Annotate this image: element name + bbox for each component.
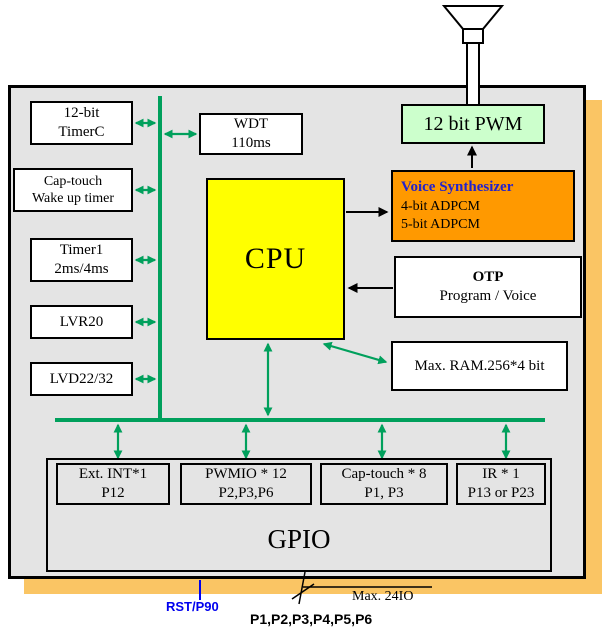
timerc-line1: 12-bit bbox=[63, 105, 100, 122]
port-list-label: P1,P2,P3,P4,P5,P6 bbox=[250, 611, 373, 627]
ram-label: Max. RAM.256*4 bit bbox=[414, 357, 545, 374]
otp-line1: Program / Voice bbox=[439, 288, 537, 304]
captouch-wakeup-line2: Wake up timer bbox=[31, 191, 115, 206]
block-voice-synthesizer: Voice Synthesizer 4-bit ADPCM 5-bit ADPC… bbox=[391, 170, 575, 242]
lvr20-label: LVR20 bbox=[59, 313, 104, 330]
block-cpu: CPU bbox=[206, 178, 345, 340]
cpu-label: CPU bbox=[244, 242, 307, 276]
captouch-wakeup-line1: Cap-touch bbox=[43, 173, 103, 189]
block-gpio-group bbox=[46, 458, 552, 572]
wdt-line1: WDT bbox=[233, 116, 269, 133]
ir-line1: IR * 1 bbox=[482, 466, 520, 483]
block-captouch-io: Cap-touch * 8 P1, P3 bbox=[320, 463, 448, 505]
ir-line2: P13 or P23 bbox=[467, 485, 535, 501]
block-wdt: WDT 110ms bbox=[199, 113, 303, 155]
captouch-io-line2: P1, P3 bbox=[364, 485, 404, 501]
max-io-label: Max. 24IO bbox=[352, 589, 414, 604]
block-timerc: 12-bit TimerC bbox=[30, 101, 133, 145]
ext-int-line2: P12 bbox=[101, 485, 125, 501]
block-ir: IR * 1 P13 or P23 bbox=[456, 463, 546, 505]
wdt-line2: 110ms bbox=[231, 135, 271, 151]
block-captouch-wakeup: Cap-touch Wake up timer bbox=[13, 168, 133, 212]
timer1-line1: Timer1 bbox=[59, 242, 104, 259]
lvd22-label: LVD22/32 bbox=[49, 370, 114, 387]
ext-int-line1: Ext. INT*1 bbox=[78, 466, 148, 483]
timer1-line2: 2ms/4ms bbox=[54, 261, 109, 277]
block-ext-int: Ext. INT*1 P12 bbox=[56, 463, 170, 505]
pwmio-line2: P2,P3,P6 bbox=[218, 485, 274, 501]
gpio-label: GPIO bbox=[267, 523, 331, 554]
otp-title: OTP bbox=[472, 269, 504, 286]
timerc-line2: TimerC bbox=[58, 124, 105, 140]
block-lvr20: LVR20 bbox=[30, 305, 133, 339]
captouch-io-line1: Cap-touch * 8 bbox=[341, 466, 427, 483]
pwmio-line1: PWMIO * 12 bbox=[205, 466, 287, 483]
voice-title: Voice Synthesizer bbox=[401, 179, 514, 196]
block-ram: Max. RAM.256*4 bit bbox=[391, 341, 568, 391]
block-lvd22: LVD22/32 bbox=[30, 362, 133, 396]
block-pwmio: PWMIO * 12 P2,P3,P6 bbox=[180, 463, 312, 505]
block-pwm12: 12 bit PWM bbox=[401, 104, 545, 144]
reset-pin-label: RST/P90 bbox=[166, 599, 219, 614]
pwm12-label: 12 bit PWM bbox=[423, 112, 523, 135]
block-otp: OTP Program / Voice bbox=[394, 256, 582, 318]
voice-line2: 5-bit ADPCM bbox=[401, 216, 480, 232]
voice-line1: 4-bit ADPCM bbox=[401, 198, 480, 214]
block-timer1: Timer1 2ms/4ms bbox=[30, 238, 133, 282]
